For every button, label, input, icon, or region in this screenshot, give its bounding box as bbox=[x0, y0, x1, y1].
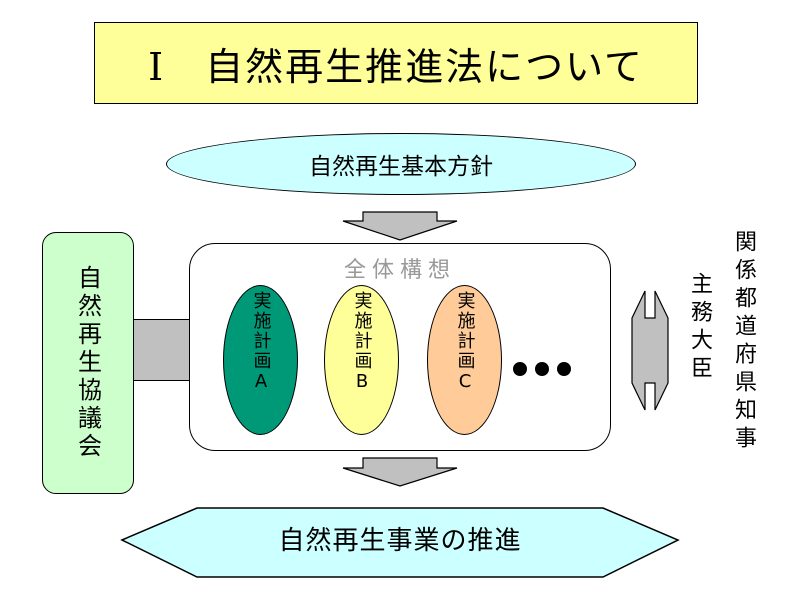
title-box: Ⅰ 自然再生推進法について bbox=[94, 22, 698, 104]
council-connector bbox=[134, 319, 190, 381]
double-arrow-right bbox=[631, 290, 669, 411]
plan-c-ellipse: 実施計画C bbox=[427, 285, 502, 435]
promotion-label: 自然再生事業の推進 bbox=[278, 526, 522, 556]
ellipsis-dot-3 bbox=[557, 362, 571, 376]
basic-policy-label: 自然再生基本方針 bbox=[309, 154, 493, 180]
plan-b-label: 実施計画B bbox=[351, 291, 373, 394]
promotion-hexagon bbox=[120, 507, 680, 578]
overall-plan-title: 全体構想 bbox=[343, 258, 456, 283]
plan-c-label: 実施計画C bbox=[454, 291, 476, 394]
ellipsis-dot-2 bbox=[535, 362, 549, 376]
plan-a-label: 実施計画A bbox=[250, 291, 272, 394]
ellipsis-dot-1 bbox=[513, 362, 527, 376]
down-arrow-top bbox=[342, 211, 458, 241]
basic-policy-ellipse: 自然再生基本方針 bbox=[166, 133, 636, 195]
page-title: Ⅰ 自然再生推進法について bbox=[148, 44, 644, 89]
down-arrow-bottom bbox=[342, 457, 458, 487]
plan-a-ellipse: 実施計画A bbox=[223, 285, 298, 435]
council-label: 自然再生協議会 bbox=[73, 265, 102, 461]
council-box: 自然再生協議会 bbox=[42, 232, 134, 494]
governor-label: 関係都道府県知事 bbox=[731, 230, 756, 454]
plan-b-ellipse: 実施計画B bbox=[324, 285, 399, 435]
minister-label: 主務大臣 bbox=[687, 272, 712, 384]
